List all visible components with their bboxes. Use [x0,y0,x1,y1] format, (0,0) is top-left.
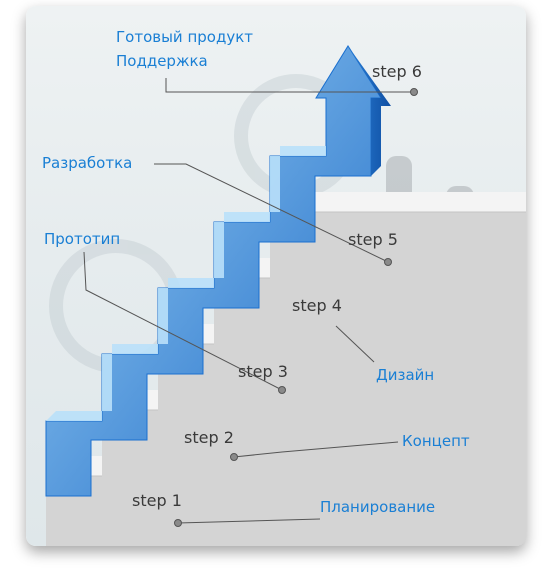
staircase [46,192,526,546]
step-4-label: step 4 [292,296,342,315]
leader-step3 [83,251,283,391]
phase-development-label: Разработка [42,154,133,172]
phase-prototype-label: Прототип [44,230,121,248]
leader-design [335,325,375,363]
leader-concept [233,441,399,458]
step-1-label: step 1 [132,491,182,510]
leader-step5 [154,163,389,263]
phase-design-label: Дизайн [376,366,435,384]
phase-concept-label: Концепт [402,432,470,450]
phase-planning-label: Планирование [320,498,436,516]
step-3-label: step 3 [238,362,288,381]
stair-top-5 [270,192,526,212]
phase-product-label: Готовый продукт [116,28,253,46]
stair-front-5 [270,212,526,546]
staircase-diagram [45,45,526,546]
leader-dots [174,88,418,527]
phase-support-label: Поддержка [116,52,208,70]
leader-planning [177,518,321,524]
step-5-label: step 5 [348,230,398,249]
step-6-label: step 6 [372,62,422,81]
growth-arrow [45,45,391,497]
leader-step6 [165,78,414,93]
diagram-frame: step 1 step 2 step 3 step 4 step 5 step … [26,6,526,546]
leader-lines [83,78,414,524]
step-2-label: step 2 [184,428,234,447]
